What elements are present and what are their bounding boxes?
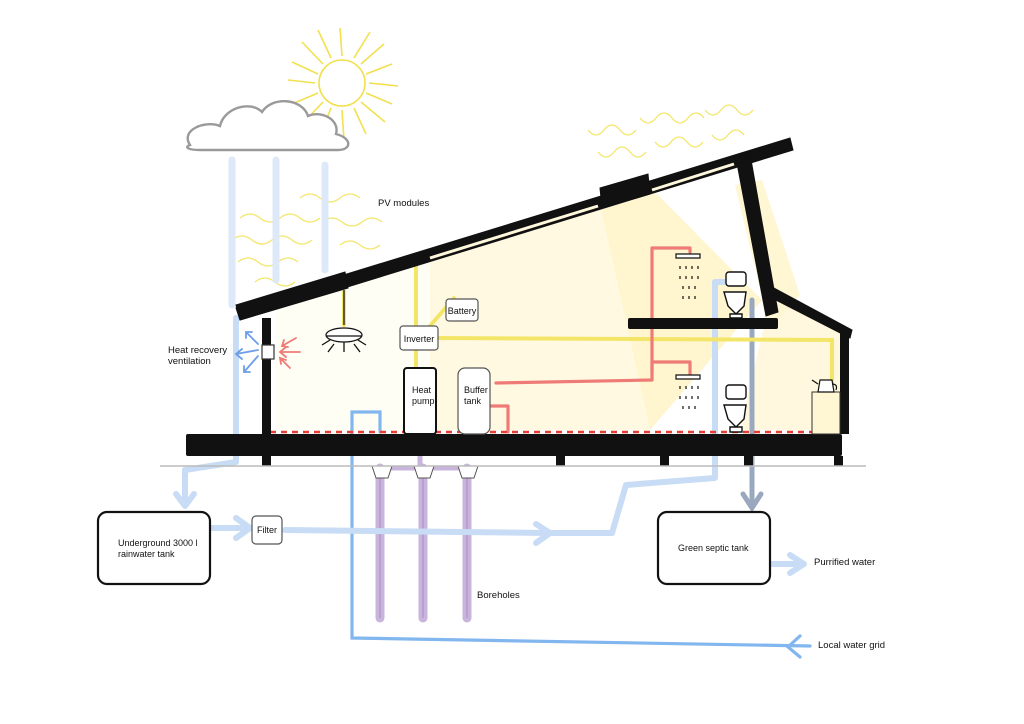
heat-pump-box: Heat pump <box>404 368 436 434</box>
water-grid-label: Local water grid <box>818 640 885 651</box>
septic-tank-label: Green septic tank <box>678 543 749 553</box>
pv-modules-label: PV modules <box>378 198 429 209</box>
buffer-tank-box: Buffer tank <box>458 368 490 434</box>
heat-pump-label-line1: Heat <box>412 385 432 395</box>
rainwater-tank: Underground 3000 l rainwater tank <box>98 512 210 584</box>
buffer-tank-label-line1: Buffer <box>464 385 488 395</box>
ventilation-unit <box>262 345 274 359</box>
rainwater-tank-label-line2: rainwater tank <box>118 549 175 559</box>
heat-pump-label-line2: pump <box>412 396 435 406</box>
heat-recovery-label-line2: ventilation <box>168 356 211 367</box>
filter-box: Filter <box>252 516 282 544</box>
boreholes <box>372 432 478 618</box>
filter-label: Filter <box>257 525 277 535</box>
purified-water-label: Purrified water <box>814 557 875 568</box>
buffer-tank-label-line2: tank <box>464 396 482 406</box>
inverter-label: Inverter <box>404 334 435 344</box>
septic-tank: Green septic tank <box>658 512 770 584</box>
battery-label: Battery <box>448 306 477 316</box>
ventilation-arrows-blue <box>236 332 258 372</box>
battery-box: Battery <box>446 299 478 321</box>
kitchen-counter <box>812 392 840 434</box>
rainwater-tank-label-line1: Underground 3000 l <box>118 538 198 548</box>
boreholes-label: Boreholes <box>477 590 520 601</box>
sun-rays-right <box>588 105 753 157</box>
heat-recovery-label-line1: Heat recovery <box>168 345 227 356</box>
cloud-icon <box>187 101 348 150</box>
inverter-box: Inverter <box>400 326 438 350</box>
